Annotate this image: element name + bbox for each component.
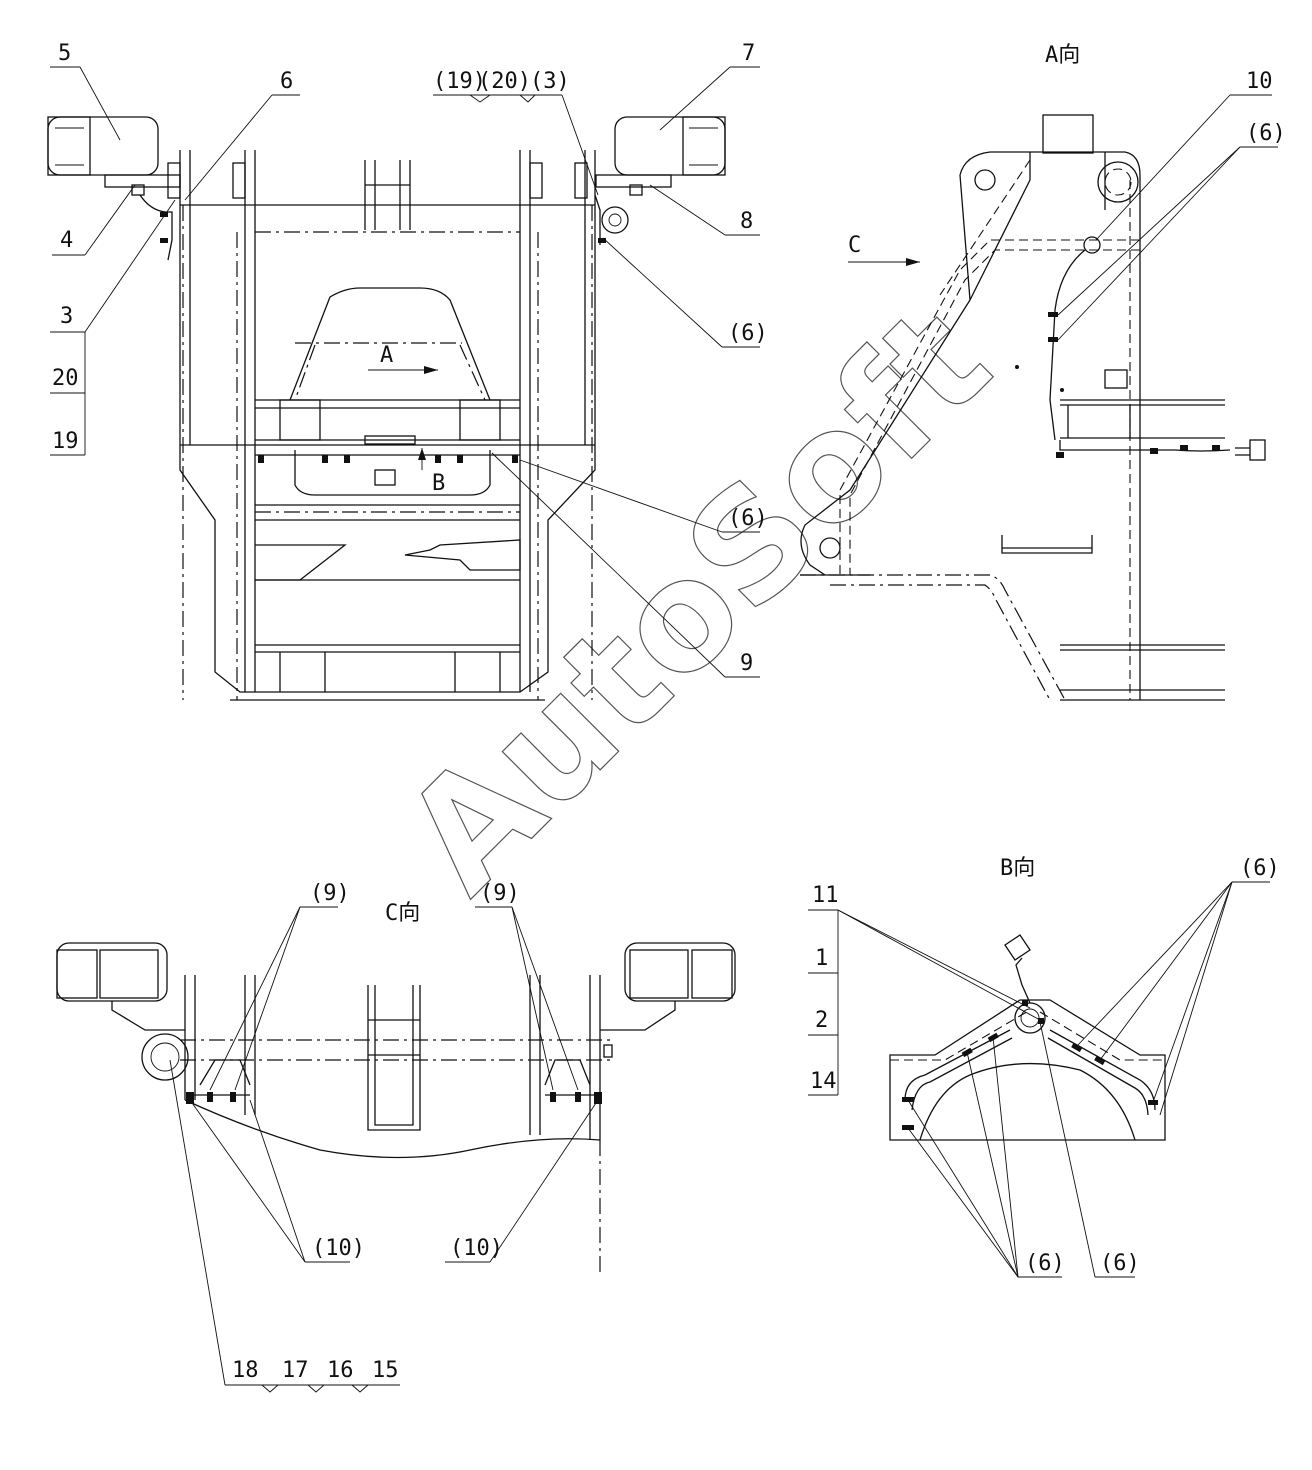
label-6-ref-b: (6) [728,506,768,531]
c-view-title: C向 [385,901,420,926]
label-10: 10 [1246,69,1273,94]
label-7: 7 [742,41,755,66]
label-19: 19 [52,429,79,454]
b-view: B向 [889,856,1166,1141]
c-view-clips [186,1092,602,1104]
b-view-clips [902,1000,1158,1130]
harness-clips [258,455,518,463]
a-view-labels: 10 (6) [1057,69,1286,341]
arrow-a-label: A [380,343,393,368]
label-18: 18 [232,1358,259,1383]
label-14: 14 [810,1069,837,1094]
label-6-ref-b2: (6) [1025,1251,1065,1276]
left-lamp [47,116,159,176]
label-11: 11 [812,883,839,908]
arrow-c-label: C [848,233,861,258]
c-view-labels: (9) (9) (10) (10) 18 17 16 15 [169,881,599,1393]
label-6-ref-c: (6) [1246,121,1286,146]
label-2: 2 [815,1008,828,1033]
front-view-labels: 5 6 7 (19) (20) (3) 4 8 3 (6) 20 19 (6) [50,41,768,678]
a-view-body [959,151,1141,700]
label-8: 8 [740,209,753,234]
b-view-connector [1004,934,1031,961]
b-view-body [889,999,1166,1141]
label-5: 5 [58,41,71,66]
a-view-connector [1249,439,1266,461]
label-6-ref-b3: (6) [1100,1251,1140,1276]
label-3-ref: (3) [530,69,570,94]
label-6: 6 [280,69,293,94]
label-10-ref-a: (10) [312,1236,365,1261]
label-20-ref: (20) [478,69,531,94]
label-15: 15 [372,1358,399,1383]
label-1: 1 [815,946,828,971]
c-right-lamp [624,942,736,1002]
right-lamp-bracket [595,174,672,188]
label-10-ref-b: (10) [450,1236,503,1261]
label-6-ref-b1: (6) [1240,856,1280,881]
b-view-labels: 11 1 2 14 (6) (6) (6) [808,856,1280,1278]
frame-outline [179,150,596,693]
label-20: 20 [52,366,79,391]
front-view: A B [47,116,726,701]
label-16: 16 [327,1358,354,1383]
arrow-b-label: B [432,471,445,496]
right-lamp [614,116,726,176]
label-9-ref-b: (9) [480,881,520,906]
label-9-ref-a: (9) [310,881,350,906]
c-left-lamp [56,942,168,1002]
label-3: 3 [60,304,73,329]
right-buzzer [601,206,629,234]
label-9: 9 [740,651,753,676]
a-view: A向 C [800,43,1266,701]
watermark: AutoSoft [372,275,1022,925]
a-view-title: A向 [1045,43,1080,68]
label-17: 17 [282,1358,309,1383]
label-4: 4 [60,228,73,253]
label-6-ref-a: (6) [728,321,768,346]
label-19-ref: (19) [433,69,486,94]
cab-outline [289,287,491,401]
b-view-title: B向 [1000,856,1035,881]
c-view: C向 [56,901,736,1275]
